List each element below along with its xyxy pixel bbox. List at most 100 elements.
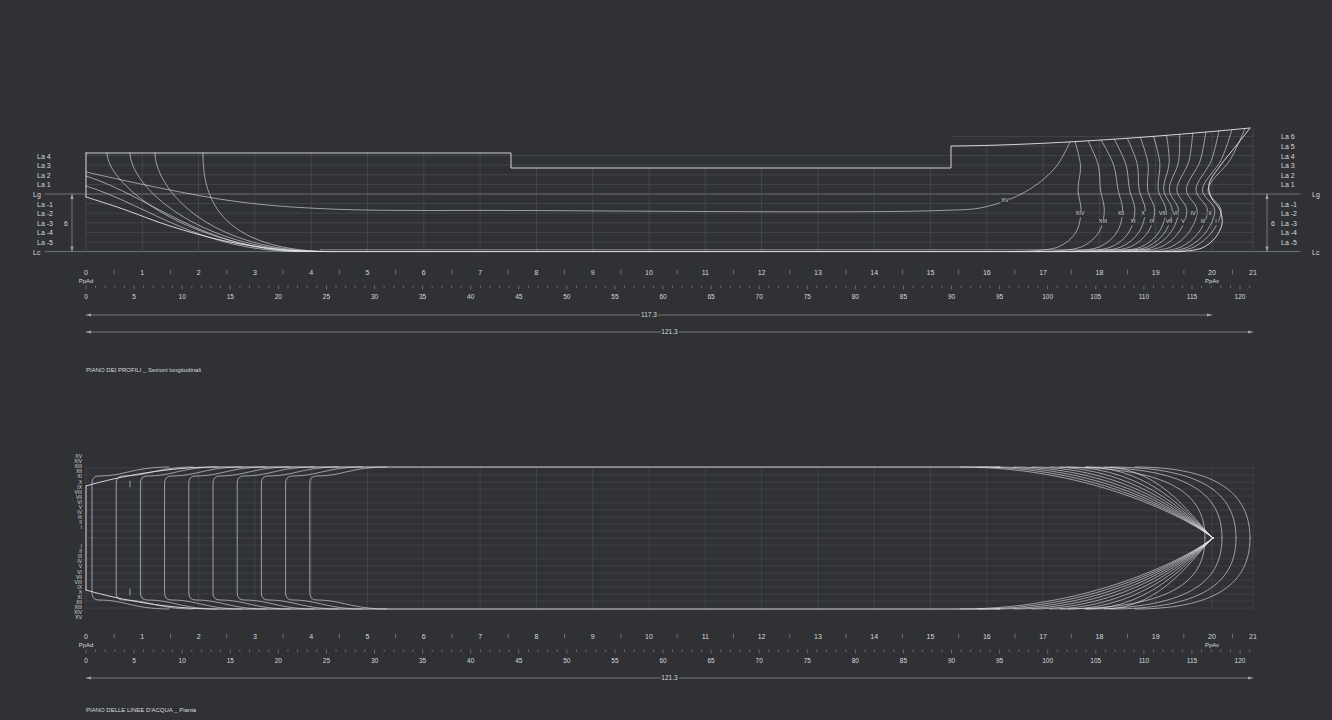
buttock-line	[1134, 133, 1193, 251]
half-station-tick	[339, 634, 340, 638]
metre-tick	[778, 650, 779, 652]
station-line	[480, 153, 481, 252]
buttock-grid	[86, 503, 1253, 504]
station-line	[592, 168, 593, 252]
metre-tick	[989, 286, 990, 288]
metre-tick	[1018, 286, 1019, 288]
waterline-label: La 5	[1281, 143, 1295, 150]
metre-tick	[672, 286, 673, 288]
metre-tick	[489, 650, 490, 652]
station-number: 12	[758, 633, 766, 640]
metre-tick	[759, 650, 760, 653]
design-waterline	[45, 194, 1300, 195]
deck-waterline	[1060, 467, 1205, 538]
station-line	[536, 168, 537, 252]
station-line	[705, 467, 706, 609]
station-number: 18	[1095, 633, 1103, 640]
metre-tick	[1028, 650, 1029, 652]
metre-tick	[1018, 650, 1019, 652]
station-line	[142, 153, 143, 252]
metre-tick	[403, 650, 404, 652]
metre-tick	[278, 650, 279, 653]
buttock-line	[203, 153, 328, 252]
buttock-label: XV	[1000, 198, 1009, 204]
half-station-tick	[620, 270, 621, 274]
station-number: 4	[309, 269, 313, 276]
buttock-label: IV	[1189, 211, 1196, 217]
waterline-grid	[86, 165, 1253, 166]
station-number: 0	[84, 633, 88, 640]
buttock-label: XIII	[1098, 219, 1108, 225]
metre-tick	[393, 286, 394, 288]
metre-tick	[297, 650, 298, 652]
scale-number: 80	[852, 294, 859, 301]
station-line	[986, 467, 987, 609]
metre-tick	[836, 650, 837, 652]
station-line	[1155, 136, 1156, 251]
half-station-tick	[1014, 270, 1015, 274]
metre-tick	[1124, 650, 1125, 652]
metre-tick	[230, 650, 231, 653]
waterline	[286, 538, 363, 609]
metre-tick	[422, 286, 423, 289]
waterline-grid	[951, 146, 1253, 147]
scale-number: 45	[515, 294, 522, 301]
waterline-label: La -5	[1281, 239, 1297, 246]
waterline-label: Lg	[1312, 191, 1320, 198]
scale-number: 35	[419, 658, 426, 665]
scale-number: 120	[1235, 294, 1246, 301]
metre-tick	[788, 286, 789, 288]
metre-tick	[153, 286, 154, 288]
metre-tick	[701, 286, 702, 288]
metre-tick	[326, 650, 327, 653]
half-station-tick	[395, 270, 396, 274]
metre-tick	[259, 650, 260, 652]
waterline-label: Lc	[1312, 248, 1319, 255]
metre-tick	[95, 286, 96, 288]
metre-tick	[826, 286, 827, 288]
metre-tick	[691, 650, 692, 652]
metre-tick	[422, 650, 423, 653]
metre-tick	[162, 286, 163, 288]
metre-tick	[86, 650, 87, 653]
half-station-tick	[114, 634, 115, 638]
metre-tick	[1220, 286, 1221, 288]
buttock-grid	[86, 517, 1253, 518]
scale-number: 65	[707, 294, 714, 301]
metre-tick	[624, 286, 625, 288]
station-number: 17	[1039, 633, 1047, 640]
half-station-tick	[170, 270, 171, 274]
scale-number: 30	[371, 658, 378, 665]
waterline-label: La 2	[1281, 171, 1295, 178]
metre-tick	[941, 286, 942, 288]
scale-number: 35	[419, 294, 426, 301]
metre-tick	[566, 286, 567, 289]
metre-tick	[249, 650, 250, 652]
metre-tick	[1220, 650, 1221, 652]
metre-tick	[480, 650, 481, 652]
half-station-tick	[1014, 634, 1015, 638]
waterline	[960, 538, 1213, 609]
buttock-grid	[86, 489, 1253, 490]
buttock-grid	[86, 587, 1253, 588]
metre-tick	[143, 286, 144, 288]
metre-tick	[211, 286, 212, 288]
waterline-label: La -3	[1281, 219, 1297, 226]
waterline	[213, 467, 290, 538]
station-line	[86, 467, 87, 609]
metre-tick	[932, 650, 933, 652]
metre-tick	[913, 286, 914, 288]
station-line	[1253, 467, 1254, 609]
metre-tick	[951, 286, 952, 289]
dimension-value: 117.3	[640, 312, 658, 319]
transom-line	[86, 153, 87, 197]
metre-tick	[682, 286, 683, 288]
metre-tick	[528, 286, 529, 288]
metre-tick	[1230, 650, 1231, 652]
half-station-tick	[1127, 634, 1128, 638]
metre-tick	[864, 286, 865, 288]
metre-tick	[634, 650, 635, 652]
buttock-grid	[86, 524, 1253, 525]
waterline	[140, 538, 217, 609]
waterline	[261, 538, 338, 609]
